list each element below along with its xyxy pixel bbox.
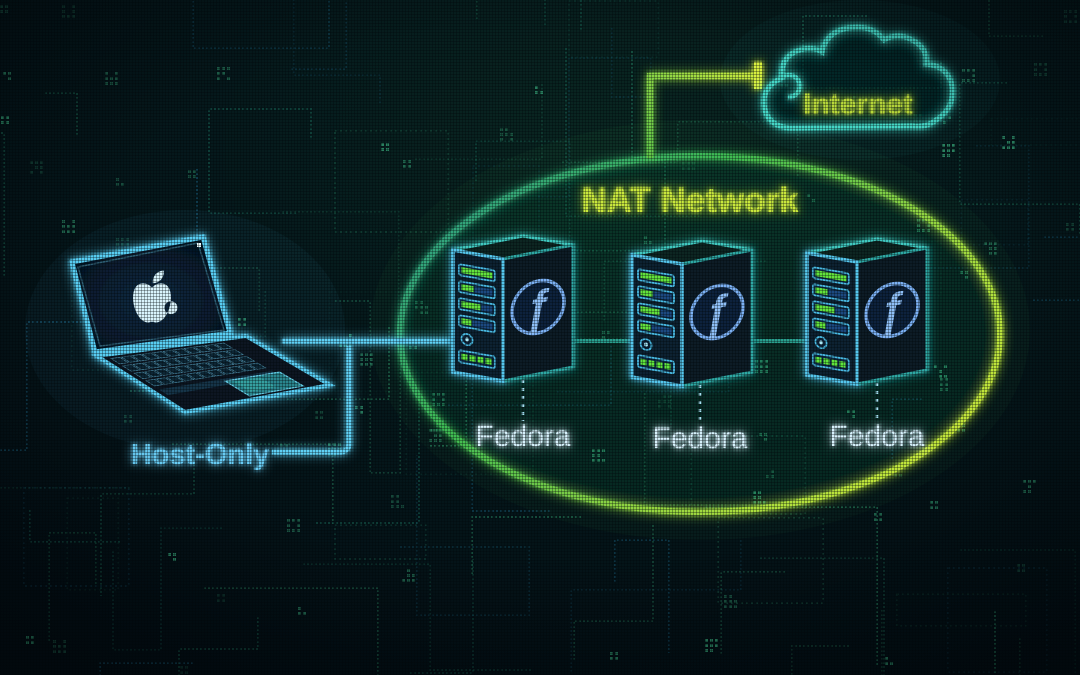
vm2-label: Fedora	[652, 422, 747, 455]
link-plug-cap	[754, 62, 762, 89]
internet-label: Internet	[803, 88, 913, 121]
host-only-label: Host-Only	[131, 439, 270, 471]
vm3-label: Fedora	[829, 420, 924, 453]
nat-network-label: NAT Network	[581, 181, 799, 220]
vm1-label: Fedora	[475, 420, 570, 453]
screen-glint	[197, 243, 201, 247]
